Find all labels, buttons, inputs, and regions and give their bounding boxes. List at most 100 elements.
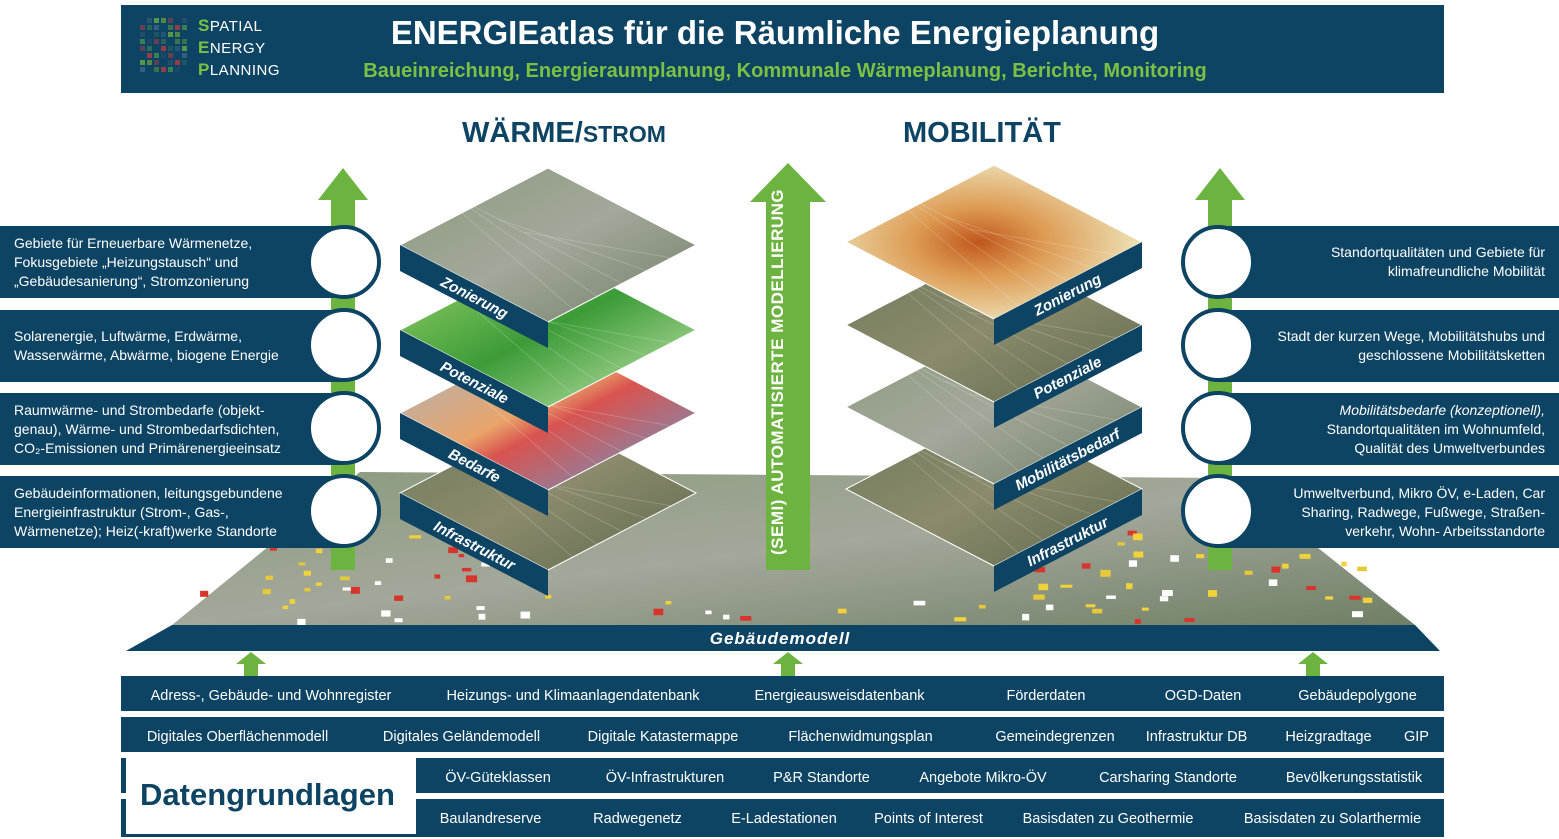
left-box-1-line-3: „Gebäudesanierung“, Stromzonierung — [14, 272, 250, 289]
data-source-4-1: Baulandreserve — [428, 805, 553, 834]
right-layer-stack: InfrastrukturMobilitätsbedarfPotenzialeZ… — [844, 164, 1144, 592]
data-arrow-right-icon — [1298, 652, 1328, 678]
row-gap-3 — [121, 793, 1444, 799]
data-source-4-3: E-Ladestationen — [711, 805, 857, 834]
spatial-energy-planning-logo: SPATIAL ENERGY PLANNING — [140, 14, 290, 84]
data-arrow-center-icon — [773, 652, 803, 678]
section-title-strom: STROM — [582, 121, 666, 147]
data-source-1-3: Energieausweisdatenbank — [728, 682, 951, 711]
left-band-4 — [400, 493, 548, 596]
left-band-1 — [400, 245, 548, 348]
left-box-3-line-2: genau), Wärme- und Strombedarfsdichten, — [14, 420, 280, 437]
right-box-3-line-1: Mobilitätsbedarfe (konzeptionell), — [1339, 401, 1545, 418]
data-source-2-4: Flächenwidmungsplan — [764, 723, 957, 752]
data-source-2-7: Heizgradtage — [1271, 723, 1386, 752]
header-banner — [121, 5, 1444, 93]
section-title-waerme: WÄRME/ — [462, 117, 583, 149]
left-box-4-line-3: Wärmenetze); Heiz(-kraft)werke Standorte — [14, 522, 277, 539]
left-box-4-line-1: Gebäudeinformationen, leitungsgebundene — [14, 484, 283, 501]
logo-cap-s: S — [198, 16, 210, 35]
data-source-3-1: ÖV-Güteklassen — [428, 764, 568, 793]
page-title: ENERGIEatlas für die Räumliche Energiepl… — [390, 14, 1160, 51]
data-source-1-1: Adress-, Gebäude- und Wohnregister — [125, 682, 417, 711]
datengrundlagen-title: Datengrundlagen — [140, 777, 395, 812]
layer-diagram: InfrastrukturBedarfePotenzialeZonierung … — [126, 163, 1440, 651]
data-source-4-4: Points of Interest — [860, 805, 997, 834]
data-source-1-6: Gebäudepolygone — [1275, 682, 1440, 711]
logo-word-spatial: PATIAL — [209, 18, 263, 35]
data-source-4-2: Radwegenetz — [570, 805, 705, 834]
right-circle-1-icon — [1181, 225, 1255, 299]
data-source-4-5: Basisdaten zu Geothermie — [1008, 805, 1208, 834]
right-box-4-line-1: Umweltverbund, Mikro ÖV, e-Laden, Car — [1293, 484, 1545, 501]
center-modelling-label: (SEMI) AUTOMATISIERTE MODELLIERUNG — [768, 188, 787, 555]
left-box-3-line-1: Raumwärme- und Strombedarfe (objekt- — [14, 401, 265, 418]
right-circle-4-icon — [1181, 474, 1255, 548]
logo-cap-e: E — [198, 38, 210, 57]
right-box-2-line-1: Stadt der kurzen Wege, Mobilitätshubs un… — [1277, 328, 1545, 344]
right-band-3 — [994, 407, 1142, 510]
right-box-4-line-2: Sharing, Radwege, Fußwege, Straßen- — [1301, 503, 1545, 520]
left-box-2-line-2: Wasserwärme, Abwärme, biogene Energie — [14, 347, 279, 363]
left-box-1-line-2: Fokusgebiete „Heizungstausch“ und — [14, 253, 239, 270]
data-source-1-2: Heizungs- und Klimaanlagendatenbank — [428, 682, 718, 711]
data-source-2-3: Digitale Katastermappe — [570, 723, 756, 752]
logo-word-energy: NERGY — [209, 40, 266, 57]
left-circle-2-icon — [307, 308, 381, 382]
pixel-grid-logo-icon — [140, 18, 187, 72]
left-circle-1-icon — [307, 225, 381, 299]
data-up-arrows — [236, 652, 1328, 678]
data-source-2-6: Infrastruktur DB — [1131, 723, 1262, 752]
right-box-3-line-3: Qualität des Umweltverbundes — [1354, 439, 1545, 456]
data-source-1-5: OGD-Daten — [1138, 682, 1268, 711]
data-source-4-6: Basisdaten zu Solarthermie — [1224, 805, 1441, 834]
left-box-bedarfe: Raumwärme- und Strombedarfe (objekt-gena… — [0, 393, 345, 465]
right-circle-2-icon — [1181, 308, 1255, 382]
right-box-2-line-2: geschlossene Mobilitätsketten — [1358, 347, 1545, 363]
left-box-2-line-1: Solarenergie, Luftwärme, Erdwärme, — [14, 328, 242, 344]
gebaeudemodell-band — [126, 625, 1440, 651]
right-circle-3-icon — [1181, 391, 1255, 465]
right-box-3-line-2: Standortqualitäten im Wohnumfeld, — [1326, 420, 1545, 437]
data-source-3-5: Carsharing Standorte — [1082, 764, 1254, 793]
data-source-3-4: Angebote Mikro-ÖV — [895, 764, 1071, 793]
data-arrow-left-icon — [236, 652, 266, 678]
right-band-1 — [994, 242, 1142, 345]
right-box-1-line-2: klimafreundliche Mobilität — [1387, 263, 1545, 279]
row-gap-2 — [121, 752, 1444, 758]
left-circle-4-icon — [307, 474, 381, 548]
logo-word-planning: LANNING — [209, 62, 281, 79]
center-up-arrow-icon — [750, 163, 826, 570]
left-box-1-line-1: Gebiete für Erneuerbare Wärmenetze, — [14, 234, 253, 251]
left-band-2 — [400, 330, 548, 433]
left-box-zonierung: Gebiete für Erneuerbare Wärmenetze, Fokus… — [0, 226, 345, 298]
right-band-2 — [994, 325, 1142, 428]
data-source-3-6: Bevölkerungsstatistik — [1265, 764, 1443, 793]
left-box-4-line-2: Energieinfrastruktur (Strom-, Gas-, — [14, 503, 229, 520]
data-source-1-4: Förderdaten — [962, 682, 1130, 711]
row-gap-1 — [121, 711, 1444, 717]
section-title-mobilitaet: MOBILITÄT — [903, 117, 1061, 149]
right-box-potenziale: Stadt der kurzen Wege, Mobilitätshubs un… — [1215, 310, 1559, 382]
right-box-mobilitaetsbedarf: Mobilitätsbedarfe (konzeptionell), Stando… — [1215, 393, 1559, 465]
left-band-3 — [400, 413, 548, 516]
data-source-2-5: Gemeindegrenzen — [965, 723, 1145, 752]
data-source-2-2: Digitales Geländemodell — [363, 723, 560, 752]
data-source-3-3: P&R Standorte — [756, 764, 887, 793]
right-layer-1: Zonierung — [844, 164, 1144, 345]
page-subtitle: Baueinreichung, Energieraumplanung, Komm… — [363, 60, 1207, 82]
data-source-2-1: Digitales Oberflächenmodell — [125, 723, 350, 752]
left-box-3-line-3: CO₂-Emissionen und Primärenergieeinsatz — [14, 439, 281, 456]
left-box-potenziale: Solarenergie, Luftwärme, Erdwärme, Wasser… — [0, 310, 345, 382]
logo-cap-p: P — [198, 60, 210, 79]
section-title-waerme-strom: WÄRME/STROM — [462, 117, 666, 150]
gebaeudemodell-label: Gebäudemodell — [709, 629, 851, 648]
right-box-4-line-3: verkehr, Wohn- Arbeitsstandorte — [1345, 522, 1545, 539]
data-source-3-2: ÖV-Infrastrukturen — [585, 764, 745, 793]
data-source-2-8: GIP — [1393, 723, 1440, 752]
right-band-4 — [994, 489, 1142, 592]
